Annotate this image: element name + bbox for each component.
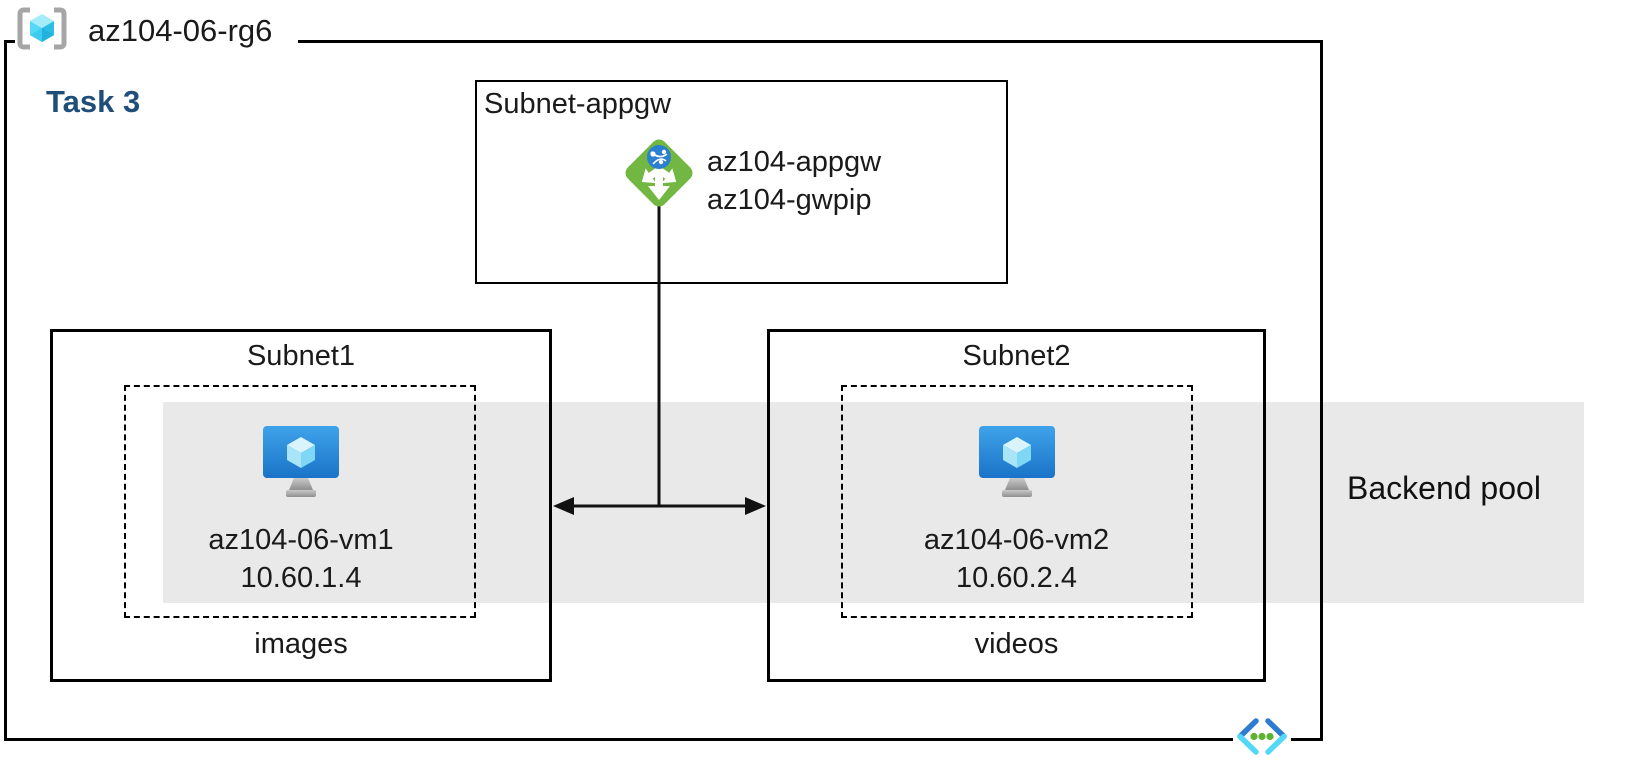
resource-group-brackets-cube-icon [15, 5, 69, 52]
subnet1-storage-label: images [254, 628, 348, 660]
appgw-subnet-box [475, 80, 1008, 284]
appgw-name: az104-appgw [707, 146, 882, 178]
task-label: Task 3 [46, 84, 141, 119]
virtual-machine-monitor-icon [978, 426, 1055, 497]
resource-group-box [4, 40, 1323, 741]
vm2-text: az104-06-vm2 10.60.2.4 [770, 521, 1263, 597]
subnet2-backend-dashed-box [841, 385, 1193, 618]
vm1-text: az104-06-vm1 10.60.1.4 [53, 521, 549, 597]
subnet2-storage-label: videos [974, 628, 1059, 660]
appgw-names: az104-appgw az104-gwpip [707, 143, 881, 219]
appgw-subnet-label: Subnet-appgw [484, 88, 672, 120]
virtual-machine-monitor-icon [263, 426, 339, 497]
backend-pool-band [163, 402, 1584, 603]
application-gateway-icon [625, 139, 693, 207]
backend-pool-label: Backend pool [1347, 470, 1541, 506]
virtual-network-chevrons-icon [1233, 714, 1291, 759]
vm2-ip: 10.60.2.4 [956, 562, 1077, 594]
subnet1-box: Subnet1 az104-06-vm1 10.60.1.4 images [50, 329, 552, 682]
appgw-public-ip-name: az104-gwpip [707, 184, 872, 216]
vm2-name: az104-06-vm2 [923, 524, 1110, 556]
subnet2-box: Subnet2 az104-06-vm2 10.60.2.4 videos [767, 329, 1266, 682]
subnet2-label: Subnet2 [962, 340, 1071, 372]
vm1-ip: 10.60.1.4 [240, 562, 362, 594]
subnet1-label: Subnet1 [246, 340, 356, 372]
resource-group-title: az104-06-rg6 [88, 13, 273, 48]
subnet1-backend-dashed-box [124, 385, 476, 618]
resource-group-title-background [15, 34, 298, 48]
vm1-name: az104-06-vm1 [208, 524, 394, 556]
